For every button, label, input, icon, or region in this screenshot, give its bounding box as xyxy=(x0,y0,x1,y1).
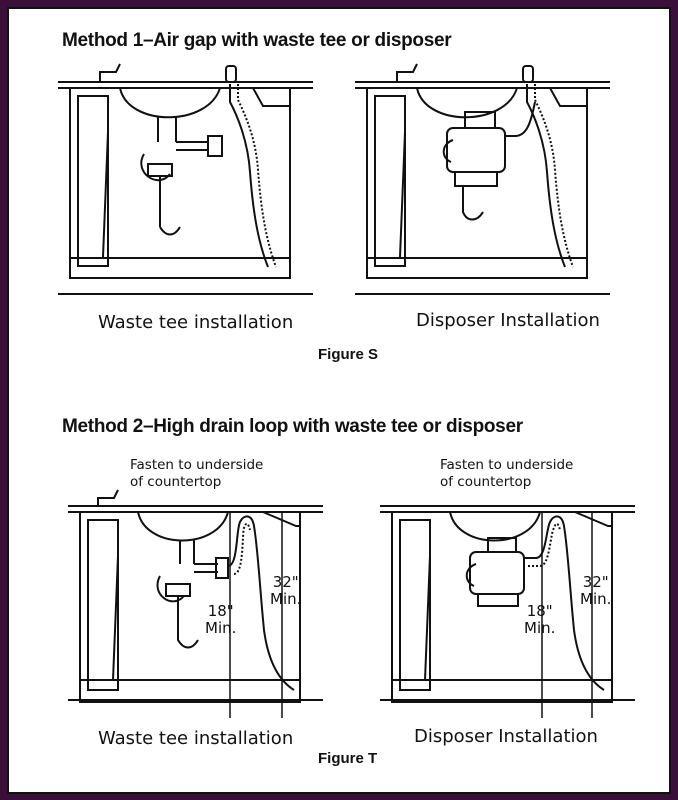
method2-right-caption: Disposer Installation xyxy=(414,726,598,747)
method2-heading: Method 2–High drain loop with waste tee … xyxy=(62,416,523,437)
left-fasten-note: Fasten to underside of countertop xyxy=(130,457,263,491)
right-32-min-label: 32" Min. xyxy=(580,574,611,608)
left-fasten-note-line2: of countertop xyxy=(130,474,222,490)
method1-left-caption: Waste tee installation xyxy=(98,312,294,333)
right-18-min-word: Min. xyxy=(524,619,556,637)
method2-disposer-diagram xyxy=(380,490,635,720)
left-18-value: 18" xyxy=(207,602,234,620)
left-18-min-word: Min. xyxy=(205,619,237,637)
method1-waste-tee-diagram xyxy=(58,62,313,302)
left-18-min-label: 18" Min. xyxy=(205,603,236,637)
right-fasten-note-line1: Fasten to underside xyxy=(440,457,574,473)
left-fasten-note-line1: Fasten to underside xyxy=(130,457,264,473)
right-18-value: 18" xyxy=(526,602,553,620)
right-32-min-word: Min. xyxy=(580,590,612,608)
method1-right-caption: Disposer Installation xyxy=(416,310,600,331)
method1-disposer-diagram xyxy=(355,62,610,302)
left-32-min-label: 32" Min. xyxy=(270,574,301,608)
left-32-value: 32" xyxy=(272,573,299,591)
right-32-value: 32" xyxy=(582,573,609,591)
method2-waste-tee-diagram xyxy=(68,490,323,720)
right-fasten-note-line2: of countertop xyxy=(440,474,532,490)
figure-t-label: Figure T xyxy=(318,750,378,767)
left-32-min-word: Min. xyxy=(270,590,302,608)
method1-heading: Method 1–Air gap with waste tee or dispo… xyxy=(62,30,452,51)
right-fasten-note: Fasten to underside of countertop xyxy=(440,457,573,491)
figure-s-label: Figure S xyxy=(318,346,379,363)
method2-left-caption: Waste tee installation xyxy=(98,728,294,749)
right-18-min-label: 18" Min. xyxy=(524,603,555,637)
